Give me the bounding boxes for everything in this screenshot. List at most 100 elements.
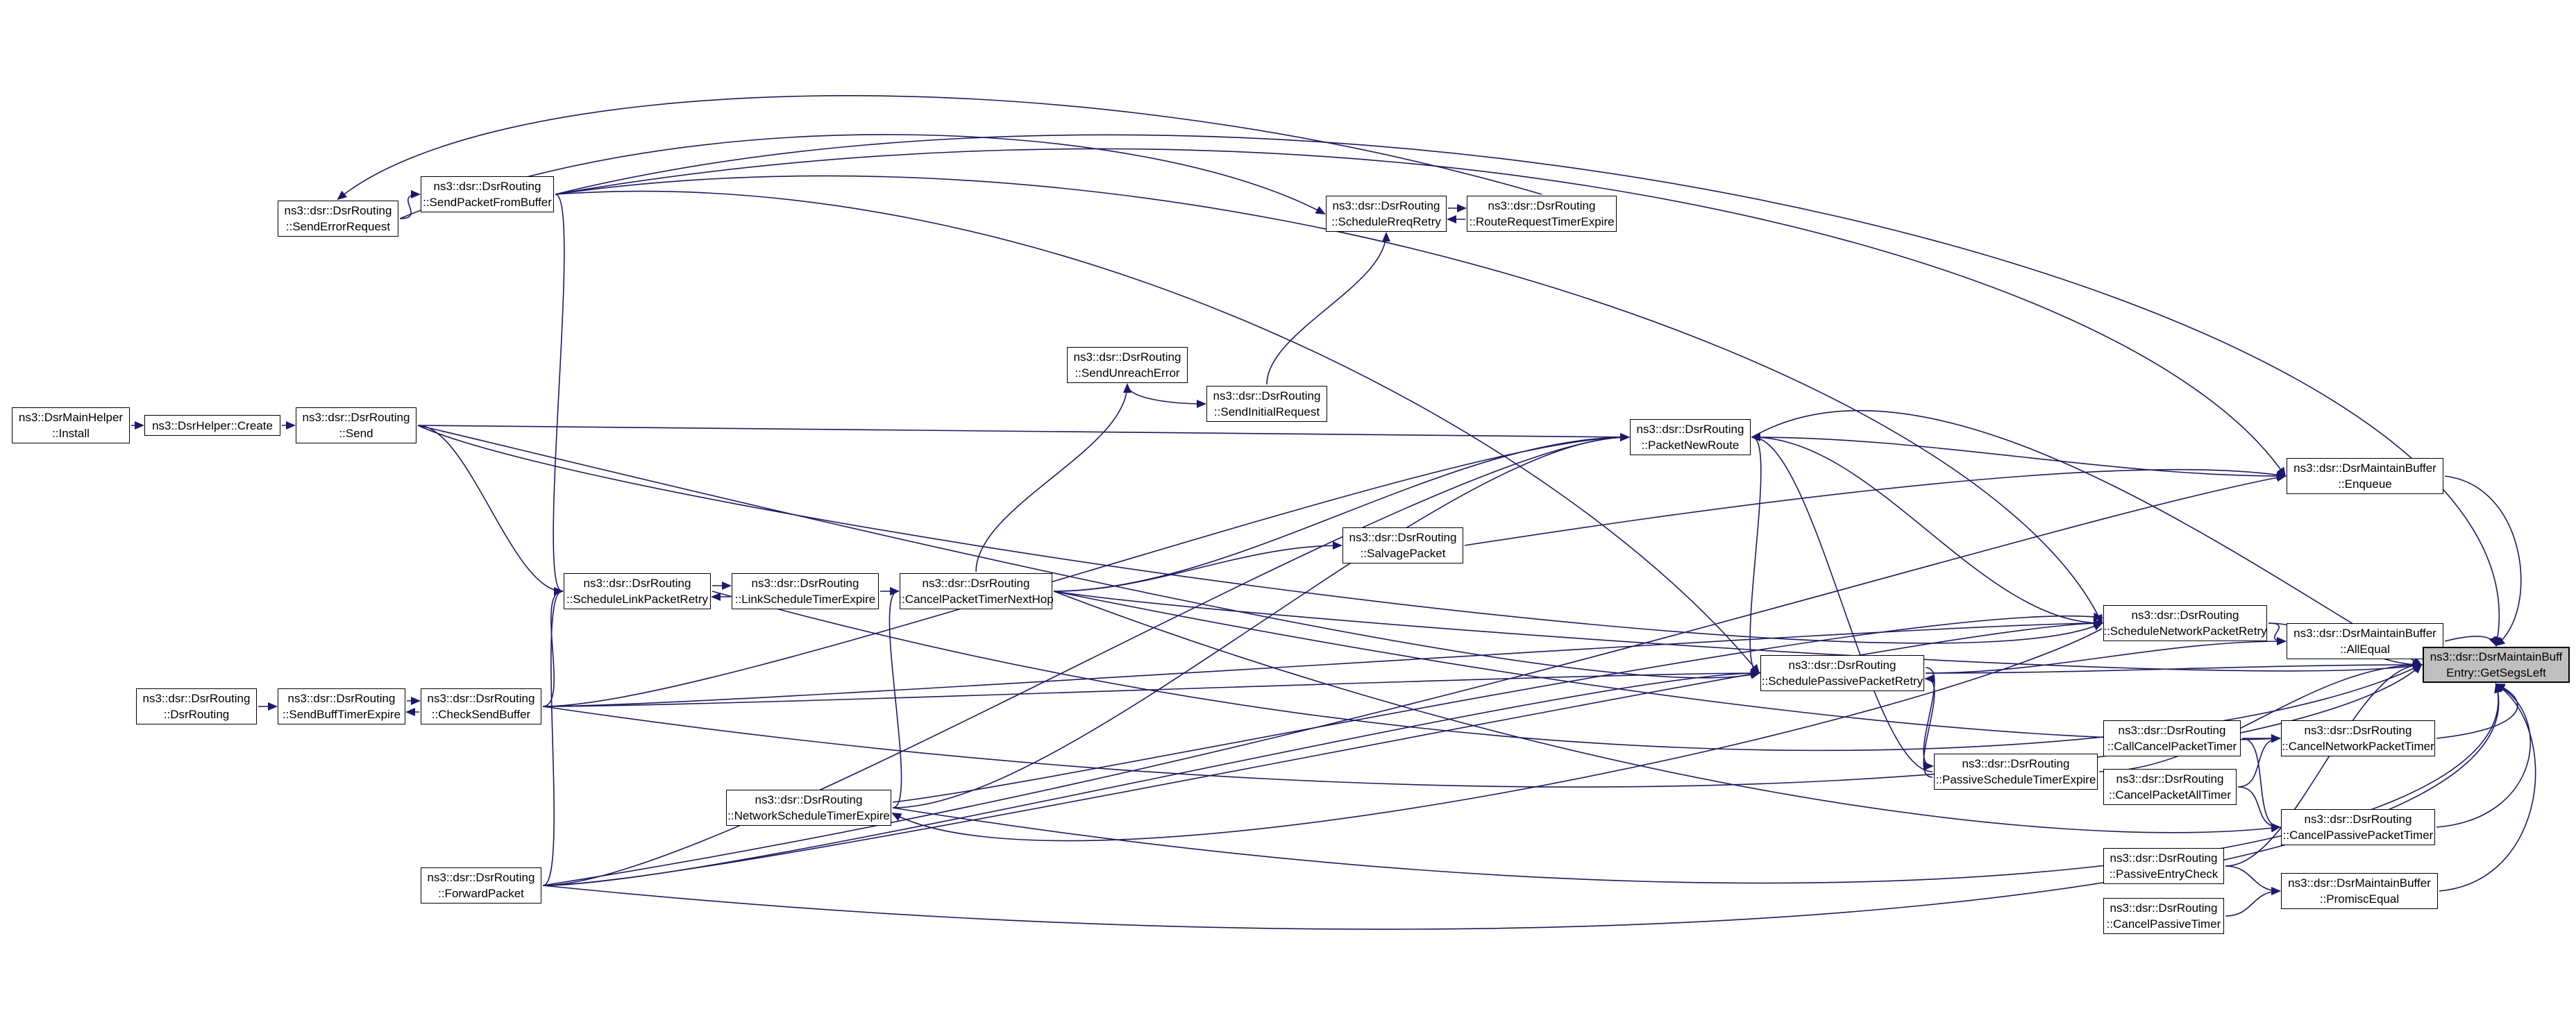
graph-node-send-error-request[interactable]: ns3::dsr::DsrRouting::SendErrorRequest [278,201,398,237]
node-label: ns3::dsr::DsrRouting [1488,199,1596,212]
graph-node-send-packet-from-buffer[interactable]: ns3::dsr::DsrRouting::SendPacketFromBuff… [421,176,554,212]
node-label: ns3::DsrHelper::Create [152,418,273,432]
graph-node-cancel-network-packet-timer[interactable]: ns3::dsr::DsrRouting::CancelNetworkPacke… [2281,720,2435,756]
node-label: ns3::dsr::DsrRouting [1349,531,1457,544]
node-label: ns3::dsr::DsrRouting [433,180,541,193]
graph-node-cancel-packet-timer-next-hop[interactable]: ns3::dsr::DsrRouting::CancelPacketTimerN… [898,573,1054,609]
call-edge-passive-schedule-timer-expire-to-get-segs-left [2098,661,2423,772]
graph-node-route-request-timer-expire[interactable]: ns3::dsr::DsrRouting::RouteRequestTimerE… [1467,196,1617,232]
graph-node-passive-entry-check[interactable]: ns3::dsr::DsrRouting::PassiveEntryCheck [2103,848,2224,884]
call-edge-network-schedule-timer-expire-to-cancel-packet-timer-next-hop [889,587,902,808]
call-edge-send-to-packet-new-route [417,425,1630,441]
graph-node-promisc-equal[interactable]: ns3::dsr::DsrMaintainBuffer::PromiscEqua… [2281,873,2438,909]
call-edge-passive-entry-check-to-promisc-equal [2225,865,2281,895]
node-label: ns3::dsr::DsrRouting [302,411,410,424]
graph-node-dsr-routing-ctor[interactable]: ns3::dsr::DsrRouting::DsrRouting [136,688,257,724]
graph-node-check-send-buffer[interactable]: ns3::dsr::DsrRouting::CheckSendBuffer [421,688,541,724]
node-label: ::ForwardPacket [438,887,524,900]
graph-node-packet-new-route[interactable]: ns3::dsr::DsrRouting::PacketNewRoute [1630,419,1751,455]
call-edge-check-send-buffer-to-packet-new-route [542,433,1630,707]
node-label: ::LinkScheduleTimerExpire [734,593,876,606]
node-label: ns3::DsrMainHelper [18,411,124,424]
graph-node-link-schedule-timer-expire[interactable]: ns3::dsr::DsrRouting::LinkScheduleTimerE… [732,573,879,609]
node-label: ns3::dsr::DsrRouting [751,577,859,590]
node-label: ns3::dsr::DsrMaintainBuffer [2293,627,2436,640]
call-edge-promisc-equal-to-get-segs-left [2439,683,2536,892]
node-label: ::DsrRouting [163,708,230,721]
node-label: ns3::dsr::DsrRouting [2131,609,2239,622]
call-edge-send-packet-from-buffer-to-schedule-network-packet-retry [555,175,2103,625]
graph-node-maintain-enqueue[interactable]: ns3::dsr::DsrMaintainBuffer::Enqueue [2287,458,2443,494]
graph-node-salvage-packet[interactable]: ns3::dsr::DsrRouting::SalvagePacket [1342,527,1463,563]
graph-node-schedule-network-packet-retry[interactable]: ns3::dsr::DsrRouting::ScheduleNetworkPac… [2103,605,2267,641]
node-label: ::CancelPassiveTimer [2106,917,2221,931]
node-label: ::SchedulePassivePacketRetry [1761,675,1923,688]
node-label: ::ScheduleNetworkPacketRetry [2103,625,2267,638]
node-label: ::CallCancelPacketTimer [2107,740,2237,753]
node-label: Entry::GetSegsLeft [2446,666,2546,679]
graph-node-create[interactable]: ns3::DsrHelper::Create [144,415,280,436]
graph-node-send-initial-request[interactable]: ns3::dsr::DsrRouting::SendInitialRequest [1206,386,1327,422]
call-edge-cancel-packet-timer-next-hop-to-send-unreach-error [975,383,1131,573]
call-edge-forward-packet-to-maintain-enqueue [542,473,2287,886]
call-edge-cancel-packet-all-timer-to-cancel-network-packet-timer [2237,734,2281,788]
call-edge-send-unreach-error-to-send-initial-request [1127,384,1206,408]
call-edge-network-schedule-timer-expire-to-packet-new-route [892,433,1630,808]
graph-node-cancel-packet-all-timer[interactable]: ns3::dsr::DsrRouting::CancelPacketAllTim… [2103,769,2237,805]
graph-node-schedule-rreq-retry[interactable]: ns3::dsr::DsrRouting::ScheduleRreqRetry [1326,196,1447,232]
call-edge-forward-packet-to-schedule-passive-packet-retry [542,669,1760,886]
call-edge-schedule-passive-packet-retry-to-get-segs-left [1925,661,2423,674]
node-label: ::CancelNetworkPacketTimer [2282,740,2434,753]
node-label: ns3::dsr::DsrRouting [142,692,251,705]
call-edge-packet-new-route-to-maintain-enqueue [1751,436,2287,480]
call-edge-check-send-buffer-to-get-segs-left [542,663,2423,788]
node-label: ns3::dsr::DsrMaintainBuff [2430,650,2563,663]
call-edge-schedule-passive-packet-retry-to-all-equal [1925,637,2287,674]
call-edge-send-to-schedule-network-packet-retry [417,425,2103,644]
node-label: ns3::dsr::DsrRouting [1073,350,1181,364]
node-label: ns3::dsr::DsrRouting [2304,724,2412,737]
graph-node-install[interactable]: ns3::DsrMainHelper::Install [12,407,130,443]
call-edge-cancel-packet-timer-next-hop-to-cancel-passive-packet-timer [1053,591,2281,833]
graph-node-schedule-passive-packet-retry[interactable]: ns3::dsr::DsrRouting::SchedulePassivePac… [1760,655,1924,691]
node-label: ns3::dsr::DsrRouting [2110,851,2218,865]
graph-node-call-cancel-packet-timer[interactable]: ns3::dsr::DsrRouting::CallCancelPacketTi… [2103,720,2241,756]
node-label: ::SendBuffTimerExpire [282,708,401,721]
call-edge-network-schedule-timer-expire-to-get-segs-left [892,683,2502,884]
graph-node-cancel-passive-packet-timer[interactable]: ns3::dsr::DsrRouting::CancelPassivePacke… [2281,809,2435,845]
call-edge-network-schedule-timer-expire-to-schedule-network-packet-retry [892,612,2103,803]
node-label: ::PromiscEqual [2319,892,2400,906]
call-edge-check-send-buffer-to-schedule-link-packet-retry [542,587,564,707]
node-label: ::SendErrorRequest [285,220,391,233]
node-label: ns3::dsr::DsrRouting [2116,772,2224,786]
node-label: ::RouteRequestTimerExpire [1469,215,1615,228]
graph-node-send[interactable]: ns3::dsr::DsrRouting::Send [296,407,416,443]
node-label: ::Send [339,427,373,440]
call-edge-all-equal-to-get-segs-left [2444,636,2497,647]
node-label: ::SendInitialRequest [1213,405,1320,418]
node-label: ::CancelPacketTimerNextHop [898,593,1054,606]
node-label: ns3::dsr::DsrRouting [583,577,691,590]
graph-node-schedule-link-packet-retry[interactable]: ns3::dsr::DsrRouting::ScheduleLinkPacket… [564,573,711,609]
graph-node-forward-packet[interactable]: ns3::dsr::DsrRouting::ForwardPacket [421,867,541,904]
node-label: ns3::dsr::DsrRouting [427,871,535,884]
call-edge-send-to-schedule-link-packet-retry [417,425,564,595]
node-label: ::NetworkScheduleTimerExpire [727,809,890,822]
call-edge-passive-entry-check-to-get-segs-left [2225,661,2423,867]
node-label: ns3::dsr::DsrMaintainBuffer [2293,461,2436,475]
graph-node-passive-schedule-timer-expire[interactable]: ns3::dsr::DsrRouting::PassiveScheduleTim… [1934,754,2098,790]
graph-node-all-equal[interactable]: ns3::dsr::DsrMaintainBuffer::AllEqual [2287,623,2443,659]
node-label: ::PassiveScheduleTimerExpire [1935,773,2096,786]
call-edge-packet-new-route-to-schedule-passive-packet-retry [1749,436,1762,677]
call-edge-route-request-timer-expire-to-send-error-request [337,95,1542,201]
graph-node-send-buff-timer-expire[interactable]: ns3::dsr::DsrRouting::SendBuffTimerExpir… [278,688,405,724]
graph-node-cancel-passive-timer[interactable]: ns3::dsr::DsrRouting::CancelPassiveTimer [2103,898,2224,934]
call-edge-cancel-packet-all-timer-to-cancel-passive-packet-timer [2237,786,2281,831]
node-label: ns3::dsr::DsrRouting [755,793,863,806]
graph-node-network-schedule-timer-expire[interactable]: ns3::dsr::DsrRouting::NetworkScheduleTim… [726,790,891,826]
node-label: ns3::dsr::DsrRouting [287,692,396,705]
node-label: ns3::dsr::DsrRouting [284,204,392,217]
node-label: ::SendUnreachError [1075,366,1180,380]
graph-node-send-unreach-error[interactable]: ns3::dsr::DsrRouting::SendUnreachError [1067,347,1188,383]
call-edge-schedule-link-packet-retry-to-get-segs-left [712,591,2423,752]
